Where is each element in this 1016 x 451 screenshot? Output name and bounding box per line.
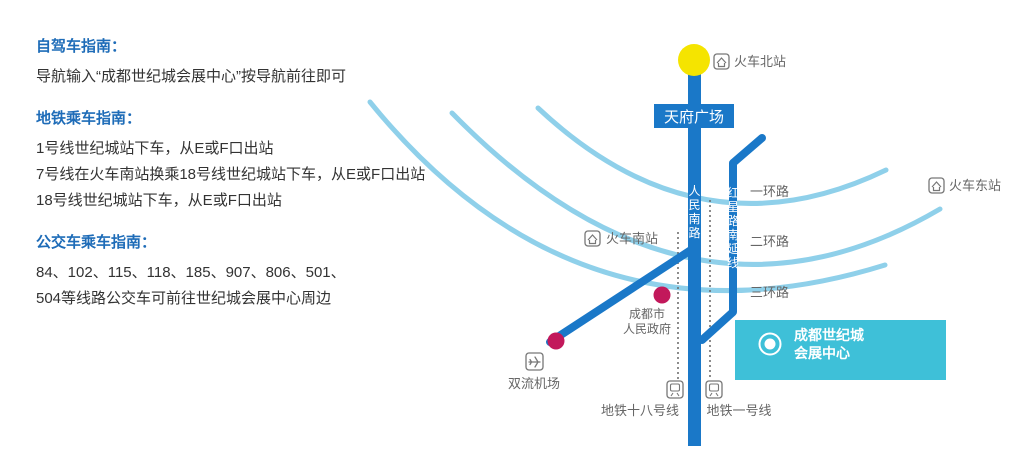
- venue-target-icon-center: [764, 338, 776, 350]
- train-station-icon: [713, 53, 730, 70]
- hongxing-road-label: 红 星 路 南 延 线: [727, 185, 739, 270]
- airplane-icon: [525, 352, 544, 371]
- venue-destination: 成都世纪城 会展中心: [735, 320, 946, 380]
- government-marker: [653, 286, 671, 304]
- metro-icon: [666, 380, 684, 399]
- metro-guide: 地铁乘车指南： 1号线世纪城站下车，从E或F口出站 7号线在火车南站换乘18号线…: [36, 108, 516, 214]
- airport-label: 双流机场: [508, 376, 560, 391]
- north-sun-marker: [678, 44, 710, 76]
- ring-road-2-label: 二环路: [750, 234, 789, 249]
- drive-guide-title: 自驾车指南：: [36, 38, 127, 55]
- ring-road-1: [535, 105, 889, 206]
- hongxing-road-line: [698, 134, 766, 344]
- ring-road-1-label: 一环路: [750, 184, 789, 199]
- drive-guide: 自驾车指南： 导航输入“成都世纪城会展中心”按导航前往即可: [36, 36, 516, 90]
- hongxing-road-char: 线: [727, 256, 739, 270]
- hongxing-road-char: 红: [727, 185, 739, 200]
- metro-icon: [705, 380, 723, 399]
- airport-expressway-line: [546, 244, 698, 346]
- hongxing-road-char: 路: [727, 213, 739, 228]
- station-east: 火车东站: [928, 177, 1001, 194]
- renmin-road-char: 路: [688, 225, 700, 240]
- government-label-line1: 成都市: [629, 306, 665, 321]
- bus-guide-line: 504等线路公交车可前往世纪城会展中心周边: [36, 290, 332, 307]
- metro-guide-title: 地铁乘车指南：: [36, 110, 142, 127]
- metro18-label: 地铁十八号线: [601, 403, 679, 418]
- bus-guide-title: 公交车乘车指南：: [36, 234, 157, 251]
- metro-guide-line: 1号线世纪城站下车，从E或F口出站: [36, 140, 274, 157]
- station-north: 火车北站: [713, 53, 786, 70]
- government-label-line2: 人民政府: [623, 321, 671, 336]
- station-north-label: 火车北站: [734, 54, 786, 69]
- renmin-road-char: 人: [688, 184, 700, 198]
- metro-guide-line: 7号线在火车南站换乘18号线世纪城站下车，从E或F口出站: [36, 166, 426, 183]
- train-station-icon: [928, 177, 945, 194]
- hongxing-road-char: 星: [727, 200, 739, 214]
- station-south-label: 火车南站: [606, 231, 658, 246]
- metro18-station: 地铁十八号线: [601, 380, 684, 418]
- renmin-road-line: [688, 68, 701, 446]
- station-east-label: 火车东站: [949, 178, 1001, 193]
- metro-guide-line: 18号线世纪城站下车，从E或F口出站: [36, 192, 282, 209]
- hongxing-road-char: 延: [727, 242, 739, 256]
- hongxing-road-char: 南: [727, 227, 739, 242]
- ring-road-3-label: 三环路: [750, 285, 789, 300]
- airport-marker: [547, 332, 565, 350]
- train-station-icon: [584, 230, 601, 247]
- venue-name-line1: 成都世纪城: [794, 327, 864, 343]
- bus-guide-line: 84、102、115、118、185、907、806、501、: [36, 264, 346, 281]
- bus-guide: 公交车乘车指南： 84、102、115、118、185、907、806、501、…: [36, 232, 516, 312]
- drive-guide-line: 导航输入“成都世纪城会展中心”按导航前往即可: [36, 68, 346, 85]
- venue-name-line2: 会展中心: [794, 345, 850, 361]
- renmin-road-char: 南: [688, 211, 700, 226]
- ring-roads: [367, 99, 943, 294]
- metro1-station: 地铁一号线: [705, 380, 772, 418]
- renmin-road-char: 民: [688, 198, 700, 212]
- tianfu-square-label: 天府广场: [664, 109, 724, 126]
- renmin-road-label: 人 民 南 路: [688, 184, 700, 240]
- station-south: 火车南站: [584, 230, 658, 247]
- tianfu-square-box: [654, 104, 734, 128]
- venue-target-icon: [758, 332, 782, 356]
- ring-road-3: [367, 99, 888, 294]
- travel-guide: 自驾车指南： 导航输入“成都世纪城会展中心”按导航前往即可 地铁乘车指南： 1号…: [36, 36, 516, 330]
- metro1-label: 地铁一号线: [706, 403, 771, 418]
- venue-box: [735, 320, 946, 380]
